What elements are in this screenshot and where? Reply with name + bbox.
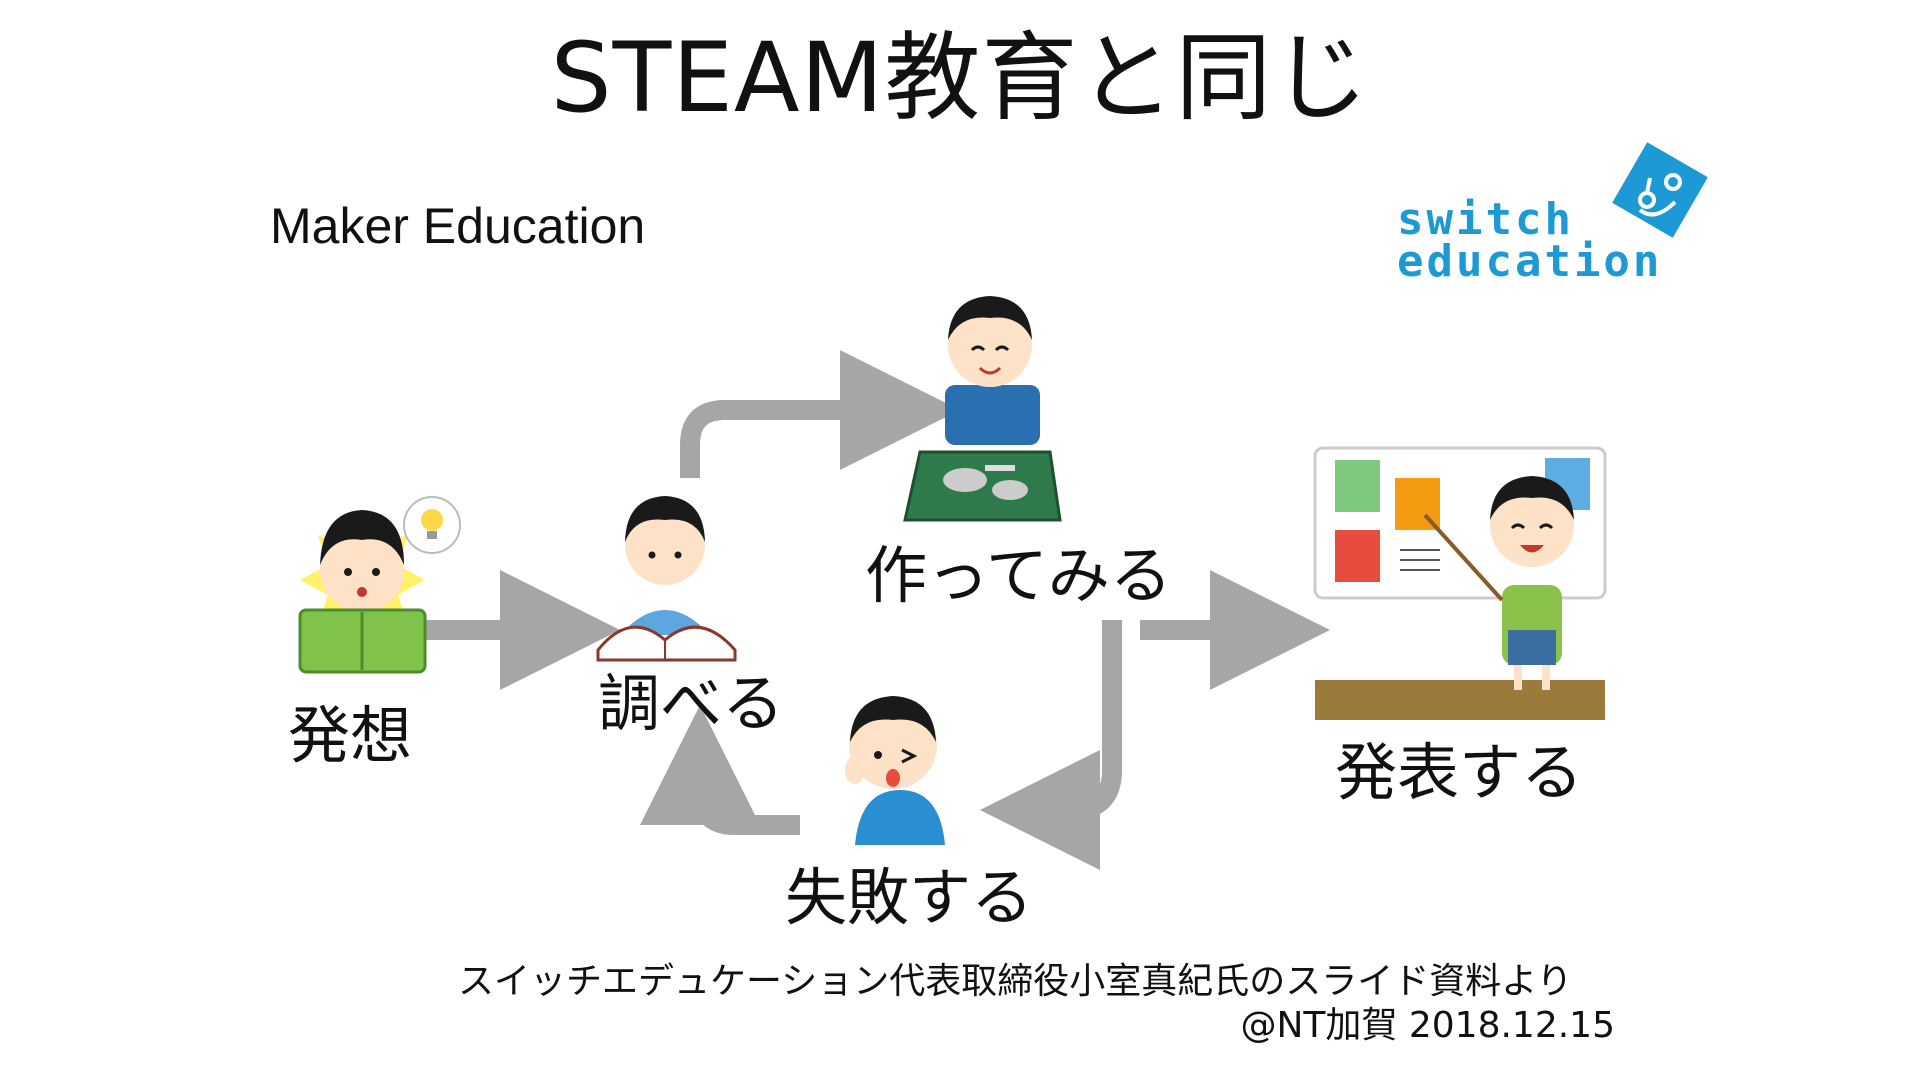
fail-boy-icon: [845, 696, 945, 845]
research-boy-icon: [596, 496, 737, 662]
idea-boy-icon: [298, 496, 461, 674]
source-caption: スイッチエデュケーション代表取締役小室真紀氏のスライド資料より: [458, 961, 1573, 1002]
logo-line1: switch: [1397, 194, 1574, 245]
arrow-fail-to-research: [640, 705, 800, 835]
stage-idea-label: 発想: [288, 699, 413, 772]
slide-title: STEAM教育と同じ: [550, 22, 1370, 134]
stage-present-label: 発表する: [1335, 736, 1584, 809]
make-boy-icon: [903, 296, 1062, 522]
logo-line2: education: [1397, 236, 1663, 287]
author-date-caption: @NT加賀 2018.12.15: [1240, 1005, 1616, 1046]
logo-mark-icon: [1612, 142, 1708, 238]
switch-education-logo: switch education: [1395, 140, 1708, 284]
arrow-make-to-fail: [980, 620, 1122, 870]
stage-fail-label: 失敗する: [785, 861, 1034, 934]
stage-research-label: 調べる: [598, 667, 785, 740]
arrow-research-to-make: [680, 350, 960, 478]
slide-subtitle: Maker Education: [270, 198, 646, 254]
present-board-icon: [1313, 446, 1607, 720]
stage-make-label: 作ってみる: [865, 539, 1172, 612]
